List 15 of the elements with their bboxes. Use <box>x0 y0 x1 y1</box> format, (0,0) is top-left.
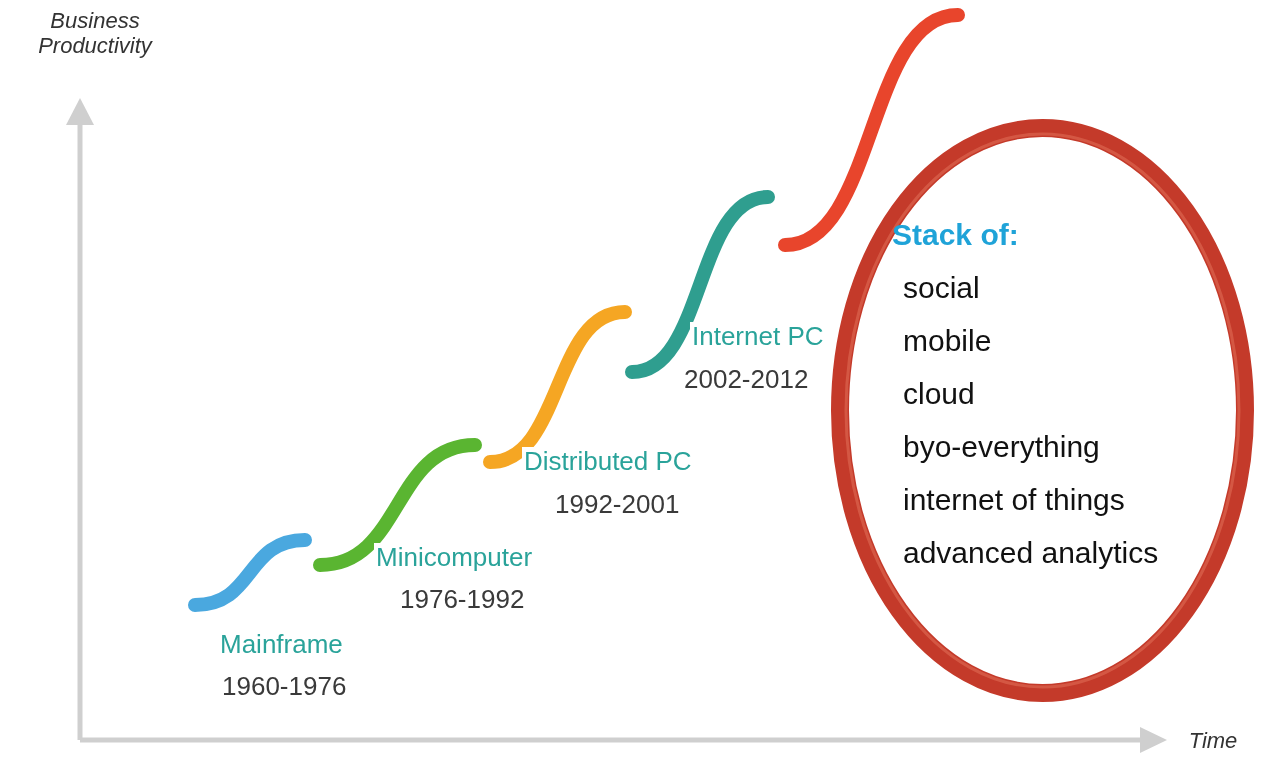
list-item: social <box>903 271 980 305</box>
year-range: 2002-2012 <box>684 365 809 395</box>
year-range: 1960-1976 <box>222 672 347 702</box>
year-range: 1976-1992 <box>400 585 525 615</box>
list-item: advanced analytics <box>903 536 1159 570</box>
era-name: Minicomputer <box>374 543 535 573</box>
list-item: internet of things <box>903 483 1125 517</box>
callout-heading: Stack of: <box>892 218 1019 252</box>
axis-title: Business Productivity <box>37 8 154 59</box>
list-item: byo-everything <box>903 430 1100 464</box>
list-item: cloud <box>903 377 975 411</box>
axis-title: Time <box>1187 728 1239 754</box>
oval-callout <box>830 118 1255 703</box>
year-range: 1992-2001 <box>555 490 680 520</box>
list-item: mobile <box>903 324 992 358</box>
